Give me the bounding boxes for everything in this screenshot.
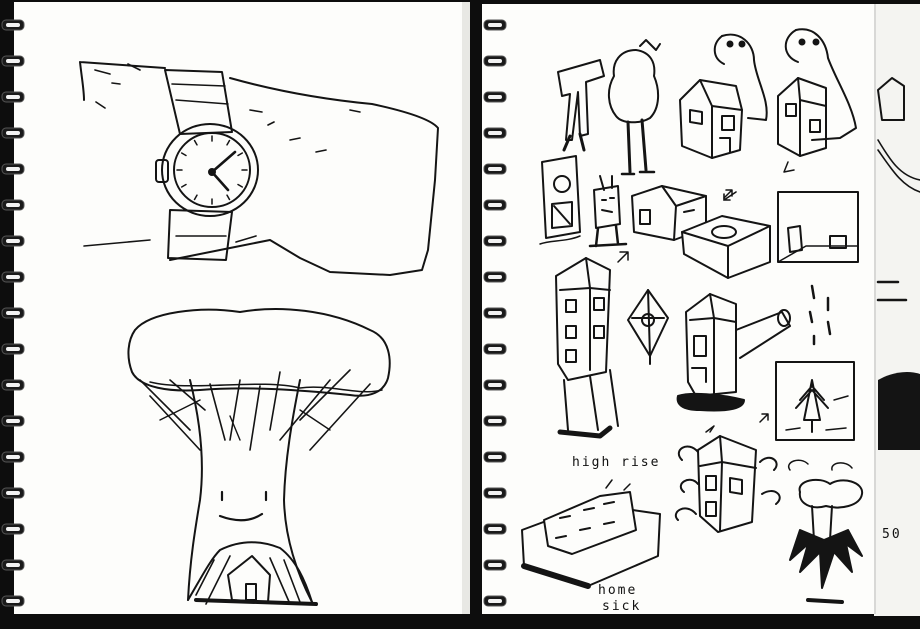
spiral-ring-hole: [488, 527, 502, 531]
spiral-ring-hole: [488, 419, 502, 423]
watch-tick: [193, 139, 198, 146]
tree-trunk: [187, 379, 313, 603]
watch-case: [161, 123, 259, 217]
ghost-house-sketch-1: [713, 33, 768, 121]
tree-on-spiky-bush-sketch: [787, 459, 864, 604]
right-page: [482, 4, 920, 616]
watch-tick: [237, 152, 244, 157]
spiral-ring-hole: [488, 563, 502, 567]
spiral-ring-hole: [488, 455, 502, 459]
wrist-outline: [79, 61, 439, 276]
spiral-binding-right: [483, 19, 507, 607]
houseboat-sketch: home sick: [521, 479, 661, 614]
framed-room-sketch: [777, 161, 859, 263]
blob-figure-sketch: [608, 39, 661, 176]
cabinet-speaker-sketch: [539, 155, 581, 245]
watch-tick: [226, 139, 231, 146]
left-page-paper: [14, 2, 470, 614]
tree-roots: [187, 541, 313, 603]
spiral-ring-hole: [6, 239, 20, 243]
watch-tick: [237, 183, 244, 188]
spiral-ring-hole: [488, 95, 502, 99]
spiral-ring-hole: [488, 203, 502, 207]
spiral-ring-hole: [488, 599, 502, 603]
spiral-ring-hole: [6, 563, 20, 567]
watch-hands: [210, 150, 237, 192]
spiral-ring-hole: [488, 239, 502, 243]
watch-tick: [226, 194, 231, 201]
watch-tick: [180, 152, 187, 157]
right-page-paper: [482, 4, 882, 614]
little-robot-sketch: [588, 175, 629, 263]
spiral-ring-hole: [488, 275, 502, 279]
watch-tick: [193, 194, 198, 201]
spiral-ring-hole: [6, 491, 20, 495]
spiral-ring-hole: [488, 383, 502, 387]
spiral-ring-hole: [488, 23, 502, 27]
small-house-sketch: [679, 79, 743, 159]
watch-tick: [180, 183, 187, 188]
connector-arrows: [723, 191, 737, 201]
diamond-kite-sketch: [627, 289, 669, 365]
left-page: [14, 2, 470, 614]
spiral-ring-hole: [488, 59, 502, 63]
spiral-ring-hole: [488, 347, 502, 351]
ghost-house-sketch-2: [777, 28, 857, 157]
chimney-house-tank-sketch: [676, 293, 791, 412]
spiral-ring-hole: [6, 131, 20, 135]
tall-house-on-legs-sketch: high rise: [555, 257, 660, 470]
spiral-ring-hole: [6, 455, 20, 459]
under-page-edge: [874, 4, 920, 616]
house-under-tree-sketch: [194, 555, 318, 606]
spiral-ring-hole: [6, 419, 20, 423]
spiral-ring-hole: [6, 311, 20, 315]
spiral-ring-hole: [6, 275, 20, 279]
spiral-ring-hole: [488, 311, 502, 315]
watch-strap-top: [164, 69, 233, 135]
spiral-ring-hole: [6, 95, 20, 99]
spiral-ring-hole: [488, 131, 502, 135]
walking-legs-sketch: [557, 59, 605, 152]
tree-face: [218, 490, 268, 522]
caption-home: home: [598, 583, 637, 598]
spiral-ring-hole: [6, 347, 20, 351]
house-with-clouds-sketch: [675, 425, 781, 533]
under-page-sketches: 50: [876, 77, 920, 542]
caption-edge-number: 50: [882, 527, 902, 542]
caption-high-rise: high rise: [572, 455, 660, 470]
spiral-ring-hole: [6, 599, 20, 603]
watch-dial-ticks: [176, 135, 248, 205]
spiral-ring-hole: [6, 167, 20, 171]
spiral-ring-hole: [6, 203, 20, 207]
spiral-ring-hole: [6, 59, 20, 63]
mushroom-tree-sketch: [127, 308, 391, 605]
drips-sketch: [808, 284, 832, 346]
wristwatch-sketch: [79, 61, 439, 276]
boxy-buildings-sketch: [631, 185, 771, 279]
watch-strap-bottom: [167, 209, 233, 261]
spiral-ring-hole: [488, 167, 502, 171]
caption-sick: sick: [602, 599, 641, 614]
spiral-ring-hole: [488, 491, 502, 495]
spiral-binding-left: [1, 19, 25, 607]
spiral-ring-hole: [6, 527, 20, 531]
spiral-ring-hole: [6, 383, 20, 387]
spiral-ring-hole: [6, 23, 20, 27]
framed-pine-trees-sketch: [759, 361, 855, 441]
